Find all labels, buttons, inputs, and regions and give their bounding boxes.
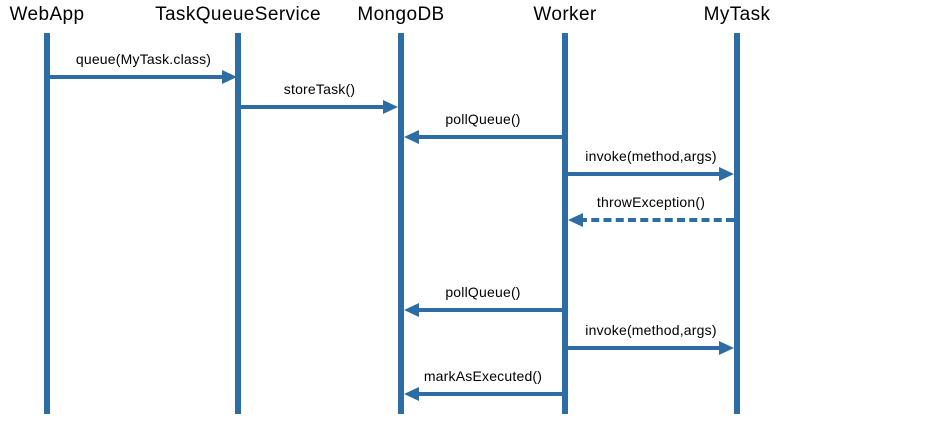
arrow-line — [568, 172, 723, 176]
participant-label-mongodb: MongoDB — [357, 4, 445, 25]
arrowhead-left-icon — [404, 387, 419, 401]
arrow-line — [568, 346, 723, 350]
participant-label-webapp: WebApp — [9, 4, 85, 25]
message-queue: queue(MyTask.class) — [50, 44, 237, 84]
message-markasexecuted: markAsExecuted() — [404, 361, 562, 401]
arrowhead-right-icon — [222, 70, 237, 84]
arrow-line — [415, 308, 562, 312]
message-label: queue(MyTask.class) — [75, 51, 212, 67]
arrow-line-dashed — [579, 218, 734, 222]
message-arrow — [568, 213, 734, 227]
lifeline-webapp — [44, 33, 50, 414]
message-pollqueue-2: pollQueue() — [404, 277, 562, 317]
arrow-line — [50, 75, 226, 79]
message-label: pollQueue() — [445, 111, 521, 127]
message-label: pollQueue() — [445, 284, 521, 300]
lifeline-worker — [562, 33, 568, 414]
message-arrow — [50, 70, 237, 84]
message-label: storeTask() — [283, 81, 356, 97]
message-storetask: storeTask() — [241, 74, 398, 114]
lifeline-taskqueueservice — [235, 33, 241, 414]
arrowhead-left-icon — [568, 213, 583, 227]
arrow-line — [241, 105, 387, 109]
participant-label-worker: Worker — [533, 4, 597, 25]
message-arrow — [241, 100, 398, 114]
message-label: markAsExecuted() — [423, 368, 543, 384]
arrowhead-left-icon — [404, 303, 419, 317]
message-label: throwException() — [596, 194, 706, 210]
arrow-line — [415, 135, 562, 139]
message-throwexception: throwException() — [568, 187, 734, 227]
participant-label-mytask: MyTask — [703, 4, 771, 25]
message-arrow — [404, 130, 562, 144]
arrowhead-left-icon — [404, 130, 419, 144]
arrowhead-right-icon — [719, 167, 734, 181]
message-invoke-1: invoke(method,args) — [568, 141, 734, 181]
arrowhead-right-icon — [719, 341, 734, 355]
arrow-line — [415, 392, 562, 396]
message-arrow — [568, 341, 734, 355]
lifeline-mongodb — [398, 33, 404, 414]
message-label: invoke(method,args) — [585, 322, 717, 338]
participant-label-taskqueueservice: TaskQueueService — [155, 4, 321, 25]
message-pollqueue-1: pollQueue() — [404, 104, 562, 144]
message-arrow — [404, 303, 562, 317]
message-invoke-2: invoke(method,args) — [568, 315, 734, 355]
arrowhead-right-icon — [383, 100, 398, 114]
message-arrow — [568, 167, 734, 181]
lifeline-mytask — [734, 33, 740, 414]
message-label: invoke(method,args) — [585, 148, 717, 164]
message-arrow — [404, 387, 562, 401]
